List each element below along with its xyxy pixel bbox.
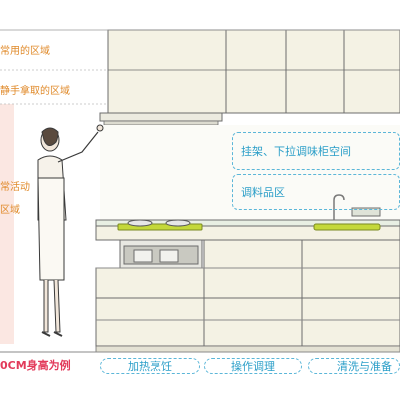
washing-zone-label: 清洗与准备 [337,360,392,373]
rack-space-label: 挂架、下拉调味柜空间 [241,145,351,158]
activity-zone-band [0,104,14,344]
range-hood [99,112,223,126]
rack-space-callout: 挂架、下拉调味柜空间 [232,132,400,170]
prep-zone-pill: 操作调理 [204,358,302,374]
zone-label-activity-line1: 常活动 [0,182,30,193]
heating-zone-label: 加热烹饪 [128,360,172,373]
upper-cabinets [107,29,400,114]
seasoning-area-label: 调料品区 [241,186,285,199]
prep-zone-label: 操作调理 [231,360,275,373]
zone-label-activity-line2: 区域 [0,205,20,216]
woman-figure [37,124,104,337]
stove-burners [117,219,203,231]
zone-label-activity: 常活动 区域 [0,176,30,222]
height-note: 0CM身高为例 [0,359,71,372]
lower-cabinets [95,239,400,347]
zone-label-frequent: 常用的区域 [0,46,50,57]
washing-zone-pill: 清洗与准备 [308,358,400,374]
zone-label-reach: 静手拿取的区域 [0,86,70,97]
heating-zone-pill: 加热烹饪 [100,358,200,374]
sink [313,194,381,231]
oven-front [119,239,203,269]
seasoning-area-callout: 调料品区 [232,174,400,210]
